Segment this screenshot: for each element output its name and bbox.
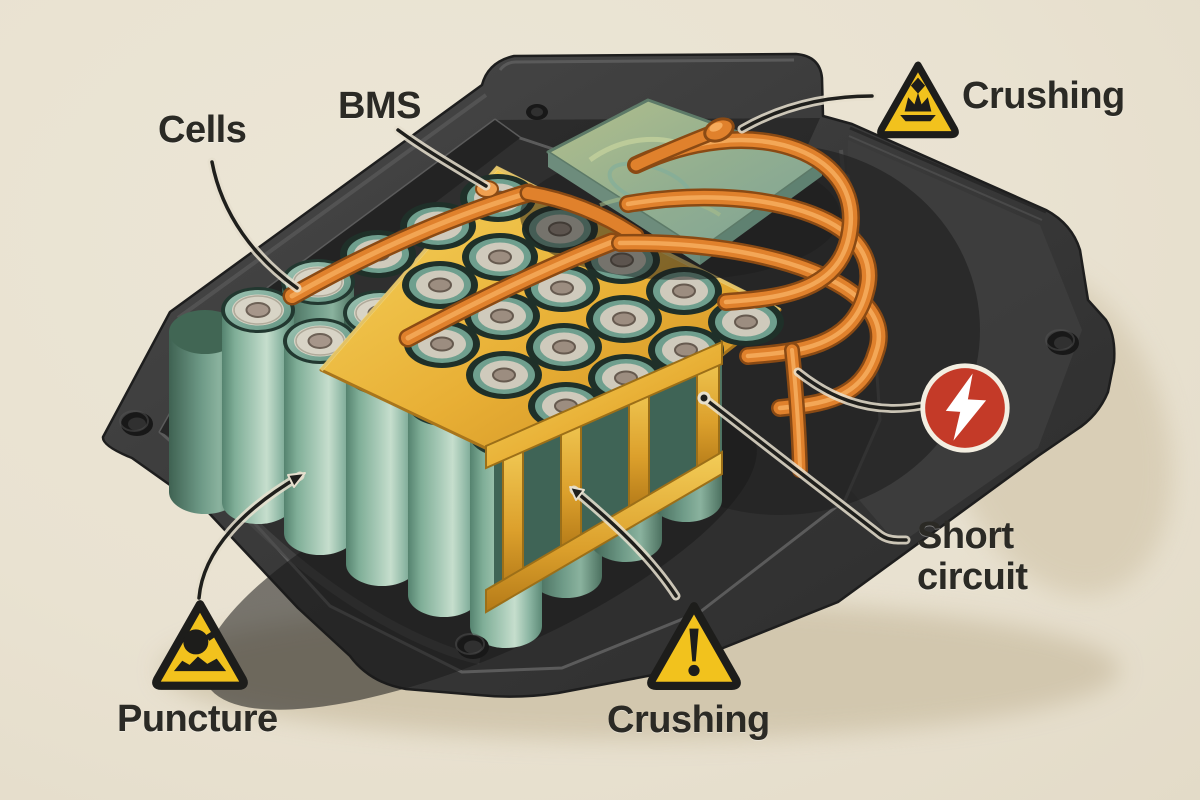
puncture-hazard-triangle-icon — [152, 600, 248, 690]
puncture-label: Puncture — [117, 698, 278, 740]
crush-hazard-triangle-icon — [877, 61, 959, 139]
exclamation-triangle-icon — [647, 602, 741, 690]
bms-label: BMS — [338, 85, 421, 127]
leader-line-cells — [207, 157, 302, 293]
lightning-bolt-circle-icon — [920, 363, 1010, 453]
arrow-crushing-bottom — [569, 485, 681, 601]
wiring-harness — [611, 117, 888, 478]
leader-line-short-circuit-icon — [793, 367, 926, 413]
screw-hole — [1045, 329, 1079, 355]
wire-1 — [627, 131, 860, 311]
wire-lug-highlight — [709, 122, 723, 132]
cells-label: Cells — [158, 109, 247, 151]
busbars — [282, 180, 645, 348]
wire-3 — [611, 233, 888, 417]
screw-hole — [455, 633, 489, 659]
short-circuit-label: Short circuit — [917, 515, 1028, 598]
wire-tail — [784, 342, 808, 478]
crushing-top-label: Crushing — [962, 75, 1125, 117]
wire-2 — [619, 188, 878, 365]
leader-line-short-circuit — [697, 391, 911, 545]
leader-line-bms — [393, 125, 491, 191]
leader-lines — [194, 91, 926, 603]
wire-lug — [703, 117, 735, 143]
leader-line-crushing-top — [737, 91, 877, 134]
crushing-bottom-label: Crushing — [607, 699, 770, 741]
cell-holder — [319, 165, 785, 614]
screw-hole — [526, 104, 548, 120]
arrow-puncture — [194, 471, 306, 603]
screw-holes — [119, 104, 1079, 659]
screw-hole — [119, 410, 153, 436]
